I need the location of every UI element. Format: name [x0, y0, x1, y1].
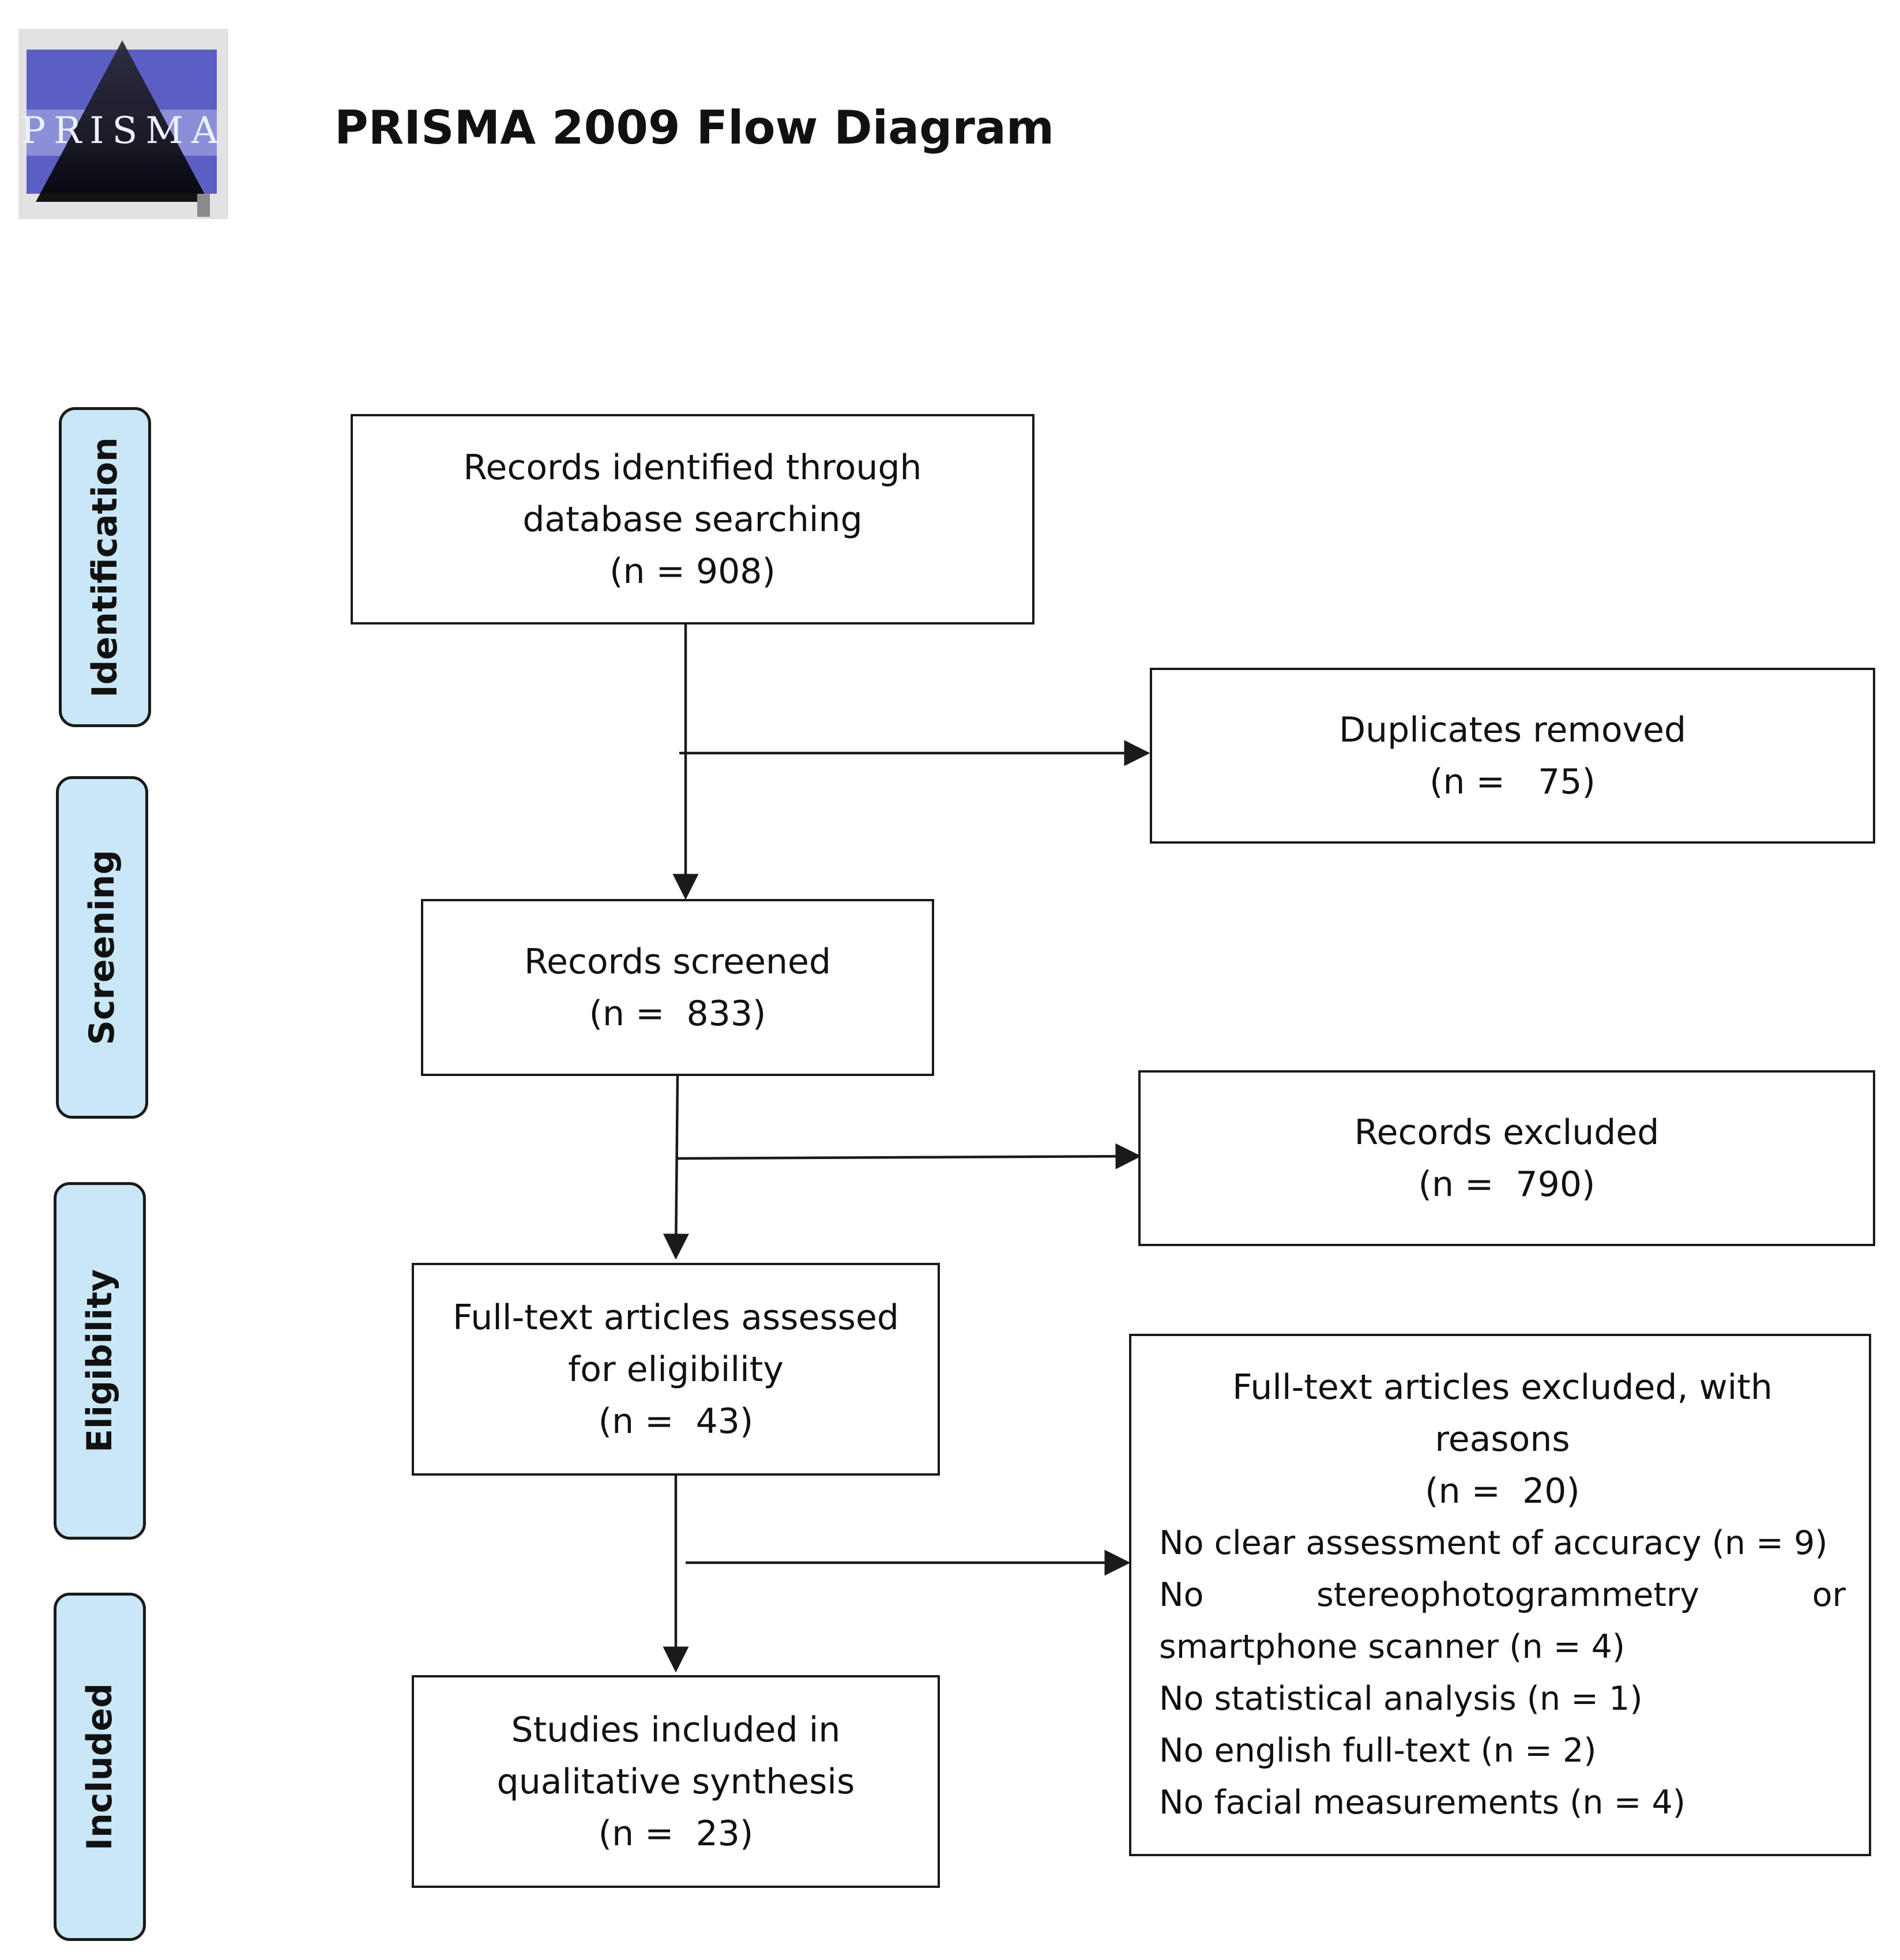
stage-screening: Screening: [56, 776, 148, 1119]
box-fulltext-excluded: Full-text articles excluded, with reason…: [1129, 1334, 1871, 1856]
screened-count: (n = 833): [589, 993, 766, 1034]
records-identified-line1: Records identified through: [463, 447, 922, 488]
reason-item: No statistical analysis (n = 1): [1159, 1680, 1643, 1718]
fulltext-excluded-line1: Full-text articles excluded, with: [1232, 1367, 1773, 1408]
records-excluded-count: (n = 790): [1418, 1164, 1596, 1205]
reason-item: No facial measurements (n = 4): [1159, 1784, 1686, 1822]
prisma-logo: PRISMA: [18, 29, 228, 219]
records-identified-count: (n = 908): [609, 551, 776, 592]
box-studies-included: Studies included in qualitative synthesi…: [412, 1675, 940, 1888]
fulltext-excluded-line2: reasons: [1435, 1419, 1570, 1459]
fulltext-excluded-count: (n = 20): [1425, 1471, 1580, 1511]
box-records-screened: Records screened (n = 833): [421, 899, 934, 1076]
logo-triangle: [36, 40, 209, 202]
stage-included: Included: [54, 1593, 146, 1941]
records-identified-line2: database searching: [522, 499, 863, 540]
reason-item: No stereophotogrammetry or: [1159, 1576, 1846, 1614]
box-duplicates-removed: Duplicates removed (n = 75): [1150, 668, 1875, 844]
reason-item: No clear assessment of accuracy (n = 9): [1159, 1524, 1828, 1562]
logo-text: PRISMA: [20, 110, 227, 152]
box-records-identified: Records identified through database sear…: [351, 414, 1034, 625]
fulltext-count: (n = 43): [598, 1401, 754, 1442]
prisma-logo-graphic: [27, 40, 217, 217]
fulltext-line2: for eligibility: [568, 1349, 784, 1390]
reason-item: smartphone scanner (n = 4): [1159, 1628, 1626, 1666]
box-records-excluded: Records excluded (n = 790): [1138, 1070, 1875, 1246]
included-line2: qualitative synthesis: [496, 1761, 855, 1802]
fulltext-line1: Full-text articles assessed: [453, 1297, 899, 1338]
included-line1: Studies included in: [511, 1709, 841, 1750]
stage-eligibility: Eligibility: [54, 1182, 146, 1540]
arrow-to-records-excluded: [675, 1143, 1142, 1169]
reason-item: No english full-text (n = 2): [1159, 1732, 1597, 1770]
page-title: PRISMA 2009 Flow Diagram: [334, 101, 1055, 155]
duplicates-count: (n = 75): [1429, 761, 1596, 802]
logo-shadow: [197, 194, 210, 217]
arrow-screened-to-fulltext: [663, 1075, 689, 1260]
records-excluded-line1: Records excluded: [1354, 1112, 1660, 1153]
included-count: (n = 23): [598, 1813, 754, 1854]
stage-identification: Identification: [59, 407, 151, 727]
box-fulltext-assessed: Full-text articles assessed for eligibil…: [412, 1263, 940, 1476]
screened-line1: Records screened: [524, 941, 832, 982]
duplicates-line1: Duplicates removed: [1338, 709, 1687, 750]
